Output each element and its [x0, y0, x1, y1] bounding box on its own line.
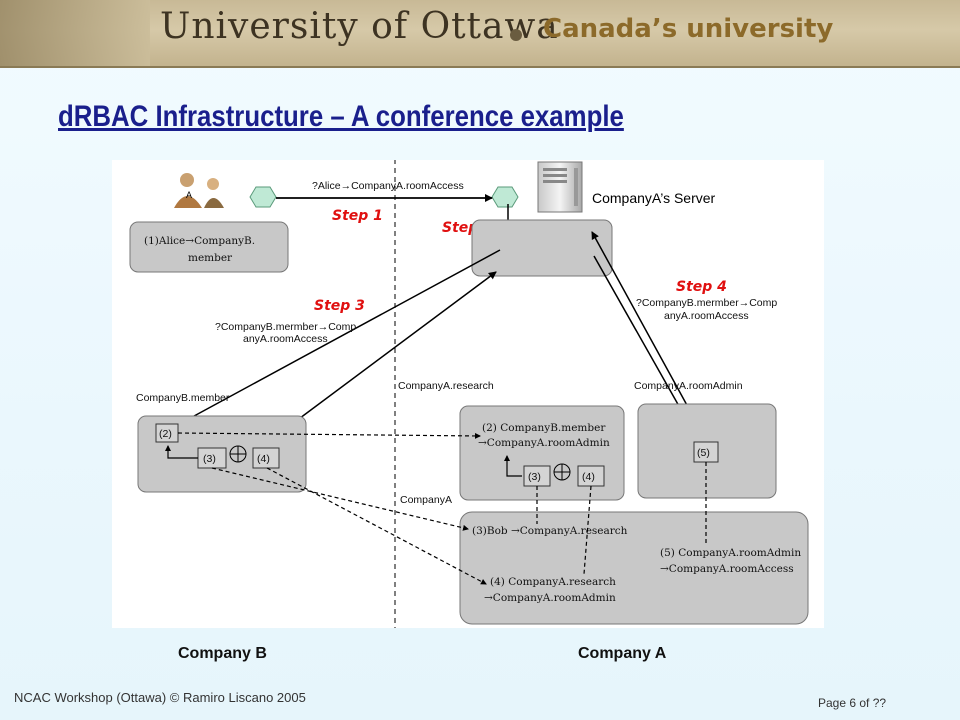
node-4-label-a: (4)	[582, 471, 595, 483]
alice-hexagon-node	[249, 186, 277, 208]
node-3-label: (3)	[203, 453, 216, 465]
university-crest-image	[0, 0, 150, 66]
step1-label: Step 1	[332, 208, 383, 224]
step4-response-arrow	[591, 231, 695, 419]
node-5-label: (5)	[697, 447, 710, 459]
page-number: Page 6 of ??	[818, 696, 887, 710]
link-node4a-cred4	[583, 485, 592, 575]
step3-query-line1: ?CompanyB.mermber→Comp	[215, 321, 356, 333]
drbac-diagram: CompanyA’s Server A ?Alice→CompanyA.room…	[112, 150, 824, 630]
alice-credential-box	[129, 221, 289, 273]
cred2-line1: (2) CompanyB.member	[482, 422, 606, 434]
node-4-label: (4)	[257, 453, 270, 465]
university-name: University of Ottawa	[160, 6, 559, 47]
cred2-line2: →CompanyA.roomAdmin	[478, 437, 610, 449]
node-3-label-a: (3)	[528, 471, 541, 483]
step4-query-arrow	[593, 255, 689, 423]
step3-query-arrow	[171, 249, 501, 429]
alice-query-text: ?Alice→CompanyA.roomAccess	[312, 180, 464, 192]
step3-query-line2: anyA.roomAccess	[243, 333, 328, 345]
step4-query-line1: ?CompanyB.mermber→Comp	[636, 297, 777, 309]
server-hexagon-node	[491, 186, 519, 208]
server-processing-box	[471, 219, 613, 277]
step3-response-arrow	[283, 271, 497, 431]
svg-text:A: A	[186, 190, 192, 200]
node3-to-cred2-arrow	[504, 455, 522, 477]
companyA-label: CompanyA	[400, 494, 452, 506]
link-node3-cred3	[211, 467, 469, 531]
alice-credential-line1: (1)Alice→CompanyB.	[144, 235, 255, 247]
cred4-line1: (4) CompanyA.research	[490, 576, 616, 588]
footer-credit: NCAC Workshop (Ottawa) © Ramiro Liscano …	[14, 690, 306, 705]
step4-query-line2: anyA.roomAccess	[664, 310, 749, 322]
university-slogan: Canada’s university	[543, 14, 834, 44]
slide-title: dRBAC Infrastructure – A conference exam…	[58, 100, 624, 133]
cred4-line2: →CompanyA.roomAdmin	[484, 592, 616, 604]
company-a-label: Company A	[578, 645, 667, 662]
banner-separator-dot	[510, 29, 522, 41]
companyB-member-label: CompanyB.member	[136, 392, 230, 404]
server-icon	[537, 161, 583, 213]
step4-label: Step 4	[676, 279, 727, 295]
companyA-box	[459, 511, 809, 625]
alice-person-icon: A	[174, 173, 224, 208]
companyA-roomadmin-label: CompanyA.roomAdmin	[634, 380, 743, 392]
diagram-canvas: CompanyA’s Server A ?Alice→CompanyA.room…	[129, 150, 809, 630]
cred5-line1: (5) CompanyA.roomAdmin	[660, 547, 801, 559]
link-node4-cred4	[266, 467, 487, 585]
companyA-research-label: CompanyA.research	[398, 380, 494, 392]
company-b-label: Company B	[178, 645, 267, 662]
university-banner: University of Ottawa Canada’s university	[0, 0, 960, 68]
step3-label: Step 3	[314, 298, 365, 314]
cred3-text: (3)Bob →CompanyA.research	[472, 525, 628, 537]
node-4-box	[252, 447, 280, 469]
node3-to-node2-arrow	[165, 445, 198, 459]
server-label: CompanyA’s Server	[592, 190, 716, 206]
node-2-label: (2)	[159, 428, 172, 440]
cred5-line2: →CompanyA.roomAccess	[660, 563, 794, 575]
combine-operator-icon	[229, 445, 247, 463]
combine-operator-icon-a	[553, 463, 571, 481]
link-node2-cred2	[177, 432, 481, 439]
alice-credential-line2: member	[188, 252, 233, 264]
